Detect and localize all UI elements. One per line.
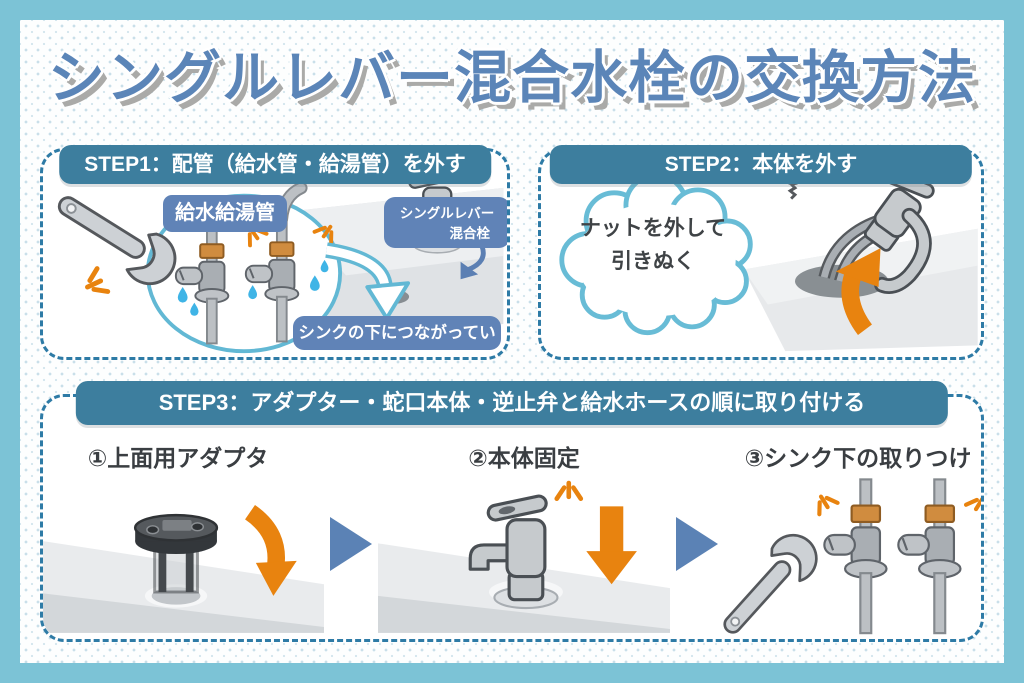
orange-down-arrow-icon (586, 506, 637, 585)
orange-down-arrow-icon (244, 504, 297, 596)
step3-card: STEP3：アダプター・蛇口本体・逆止弁と給水ホースの順に取り付ける ①上面用ア… (40, 381, 984, 642)
orange-up-arrow-icon (835, 248, 881, 336)
step3-header: STEP3：アダプター・蛇口本体・逆止弁と給水ホースの順に取り付ける (75, 381, 949, 425)
adapter-icon (133, 513, 219, 594)
faucet-label-line1: シングルレバー (399, 206, 495, 221)
spark-lines-icon (82, 269, 108, 299)
substep2-column: ②本体固定 (378, 439, 670, 635)
step2-note-line2: 引きぬく (611, 249, 695, 273)
step1-header: STEP1：配管（給水管・給湯管）を外す (59, 145, 491, 184)
shutoff-valve-pipe (823, 478, 888, 635)
counter-front (43, 593, 324, 633)
counter-front (378, 595, 670, 633)
cloud-fill (576, 203, 736, 317)
substep2-illustration (378, 477, 670, 633)
substep1-label: ①上面用アダプタ (87, 445, 269, 471)
substep2-label: ②本体固定 (468, 445, 580, 471)
shutoff-valve-pipe (897, 478, 962, 635)
step2-note-line1: ナットを外して (579, 217, 727, 240)
step2-note: ナットを外して 引きぬく (555, 213, 751, 278)
teal-curved-arrow-icon (325, 242, 411, 321)
step1-card: STEP1：配管（給水管・給湯管）を外す (40, 145, 510, 360)
substep3-label: ③シンク下の取りつけ (744, 445, 972, 471)
under-sink-label: シンクの下につながっている (293, 316, 501, 350)
spark-lines-icon (812, 491, 838, 514)
triangle-right-arrow-icon (330, 517, 372, 571)
substep1-illustration (43, 504, 324, 633)
substep3-column: ③シンク下の取りつけ (712, 439, 981, 635)
wrench-icon (712, 524, 828, 635)
substep3-illustration (712, 478, 981, 635)
page-title: シングルレバー混合水栓の交換方法 (48, 46, 976, 110)
substep1-column: ①上面用アダプタ (43, 439, 324, 635)
bubble-pointer-arrowhead (460, 261, 479, 280)
spark-lines-icon (966, 493, 981, 516)
bubble-pointer-arrow-icon (467, 245, 486, 272)
spark-lines-icon (557, 483, 581, 499)
step2-illustration (559, 151, 978, 352)
step2-header: STEP2：本体を外す (549, 145, 973, 184)
faucet-label: シングルレバー 混合栓 (384, 197, 507, 248)
triangle-right-arrow-icon (676, 517, 718, 571)
step2-card: STEP2：本体を外す (538, 145, 984, 360)
faucet-label-line2: 混合栓 (449, 226, 491, 241)
pipes-label: 給水給湯管 (163, 195, 287, 232)
infographic-canvas: シングルレバー混合水栓の交換方法 STEP1：配管（給水管・給湯管）を外す (20, 20, 1004, 663)
